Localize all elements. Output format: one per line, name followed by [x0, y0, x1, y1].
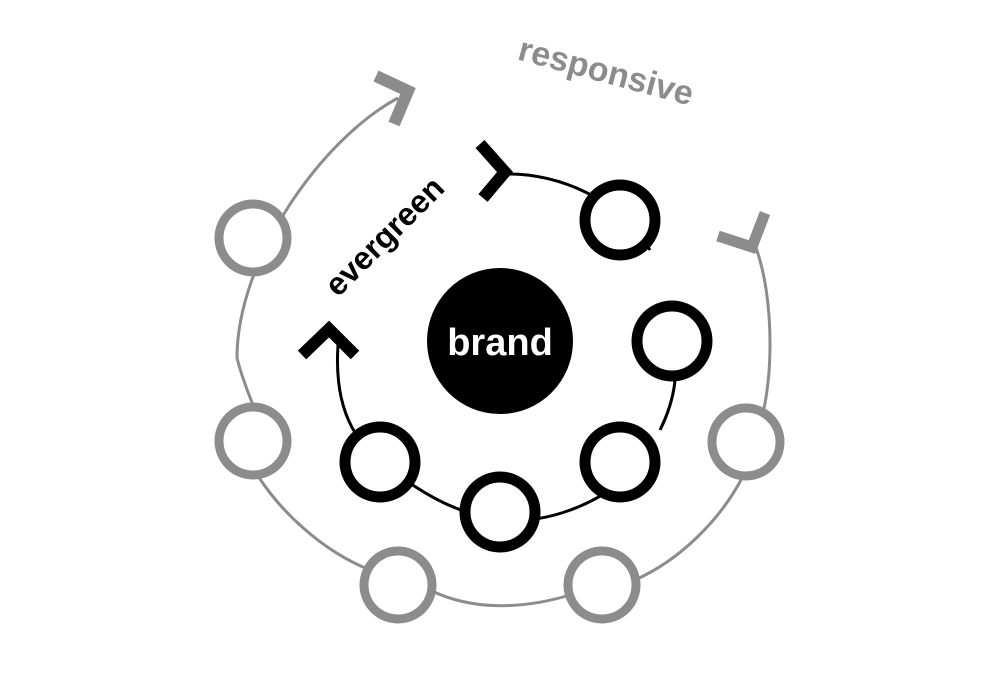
inner-node	[459, 471, 541, 553]
outer-node	[214, 199, 292, 277]
inner-cycle-track	[335, 172, 678, 522]
outer-tail-bar	[716, 211, 771, 254]
outer-node	[359, 546, 437, 624]
inner-node	[339, 421, 421, 503]
inner-node	[579, 421, 661, 503]
outer-cycle-track	[235, 96, 772, 608]
outer-label: responsive	[514, 30, 697, 113]
outer-node	[214, 402, 292, 480]
outer-node	[563, 546, 641, 624]
center-hub: brand	[427, 268, 573, 414]
inner-arrowhead	[297, 320, 360, 360]
inner-label: evergreen	[317, 169, 451, 303]
center-label: brand	[447, 322, 553, 364]
inner-tail-bar	[475, 140, 513, 202]
inner-node	[631, 300, 713, 382]
inner-node	[579, 179, 661, 261]
outer-node	[707, 403, 785, 481]
outer-arrowhead	[373, 70, 416, 127]
center-circle	[427, 268, 573, 414]
